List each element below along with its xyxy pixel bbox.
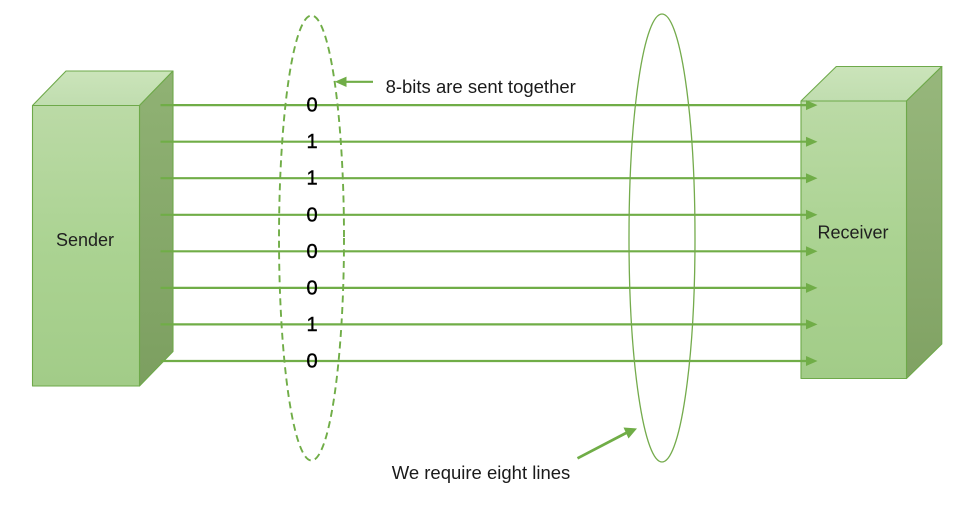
svg-text:0: 0 — [306, 95, 317, 117]
svg-text:1: 1 — [306, 131, 317, 153]
svg-text:0: 0 — [306, 204, 317, 226]
svg-text:Receiver: Receiver — [817, 223, 888, 243]
svg-text:0: 0 — [306, 241, 317, 263]
svg-text:0: 0 — [306, 277, 317, 299]
svg-text:Sender: Sender — [56, 230, 114, 250]
svg-text:1: 1 — [306, 168, 317, 190]
svg-text:We require eight lines: We require eight lines — [392, 462, 571, 483]
svg-text:1: 1 — [306, 314, 317, 336]
svg-text:8-bits are sent together: 8-bits are sent together — [386, 76, 576, 97]
svg-text:0: 0 — [306, 351, 317, 373]
